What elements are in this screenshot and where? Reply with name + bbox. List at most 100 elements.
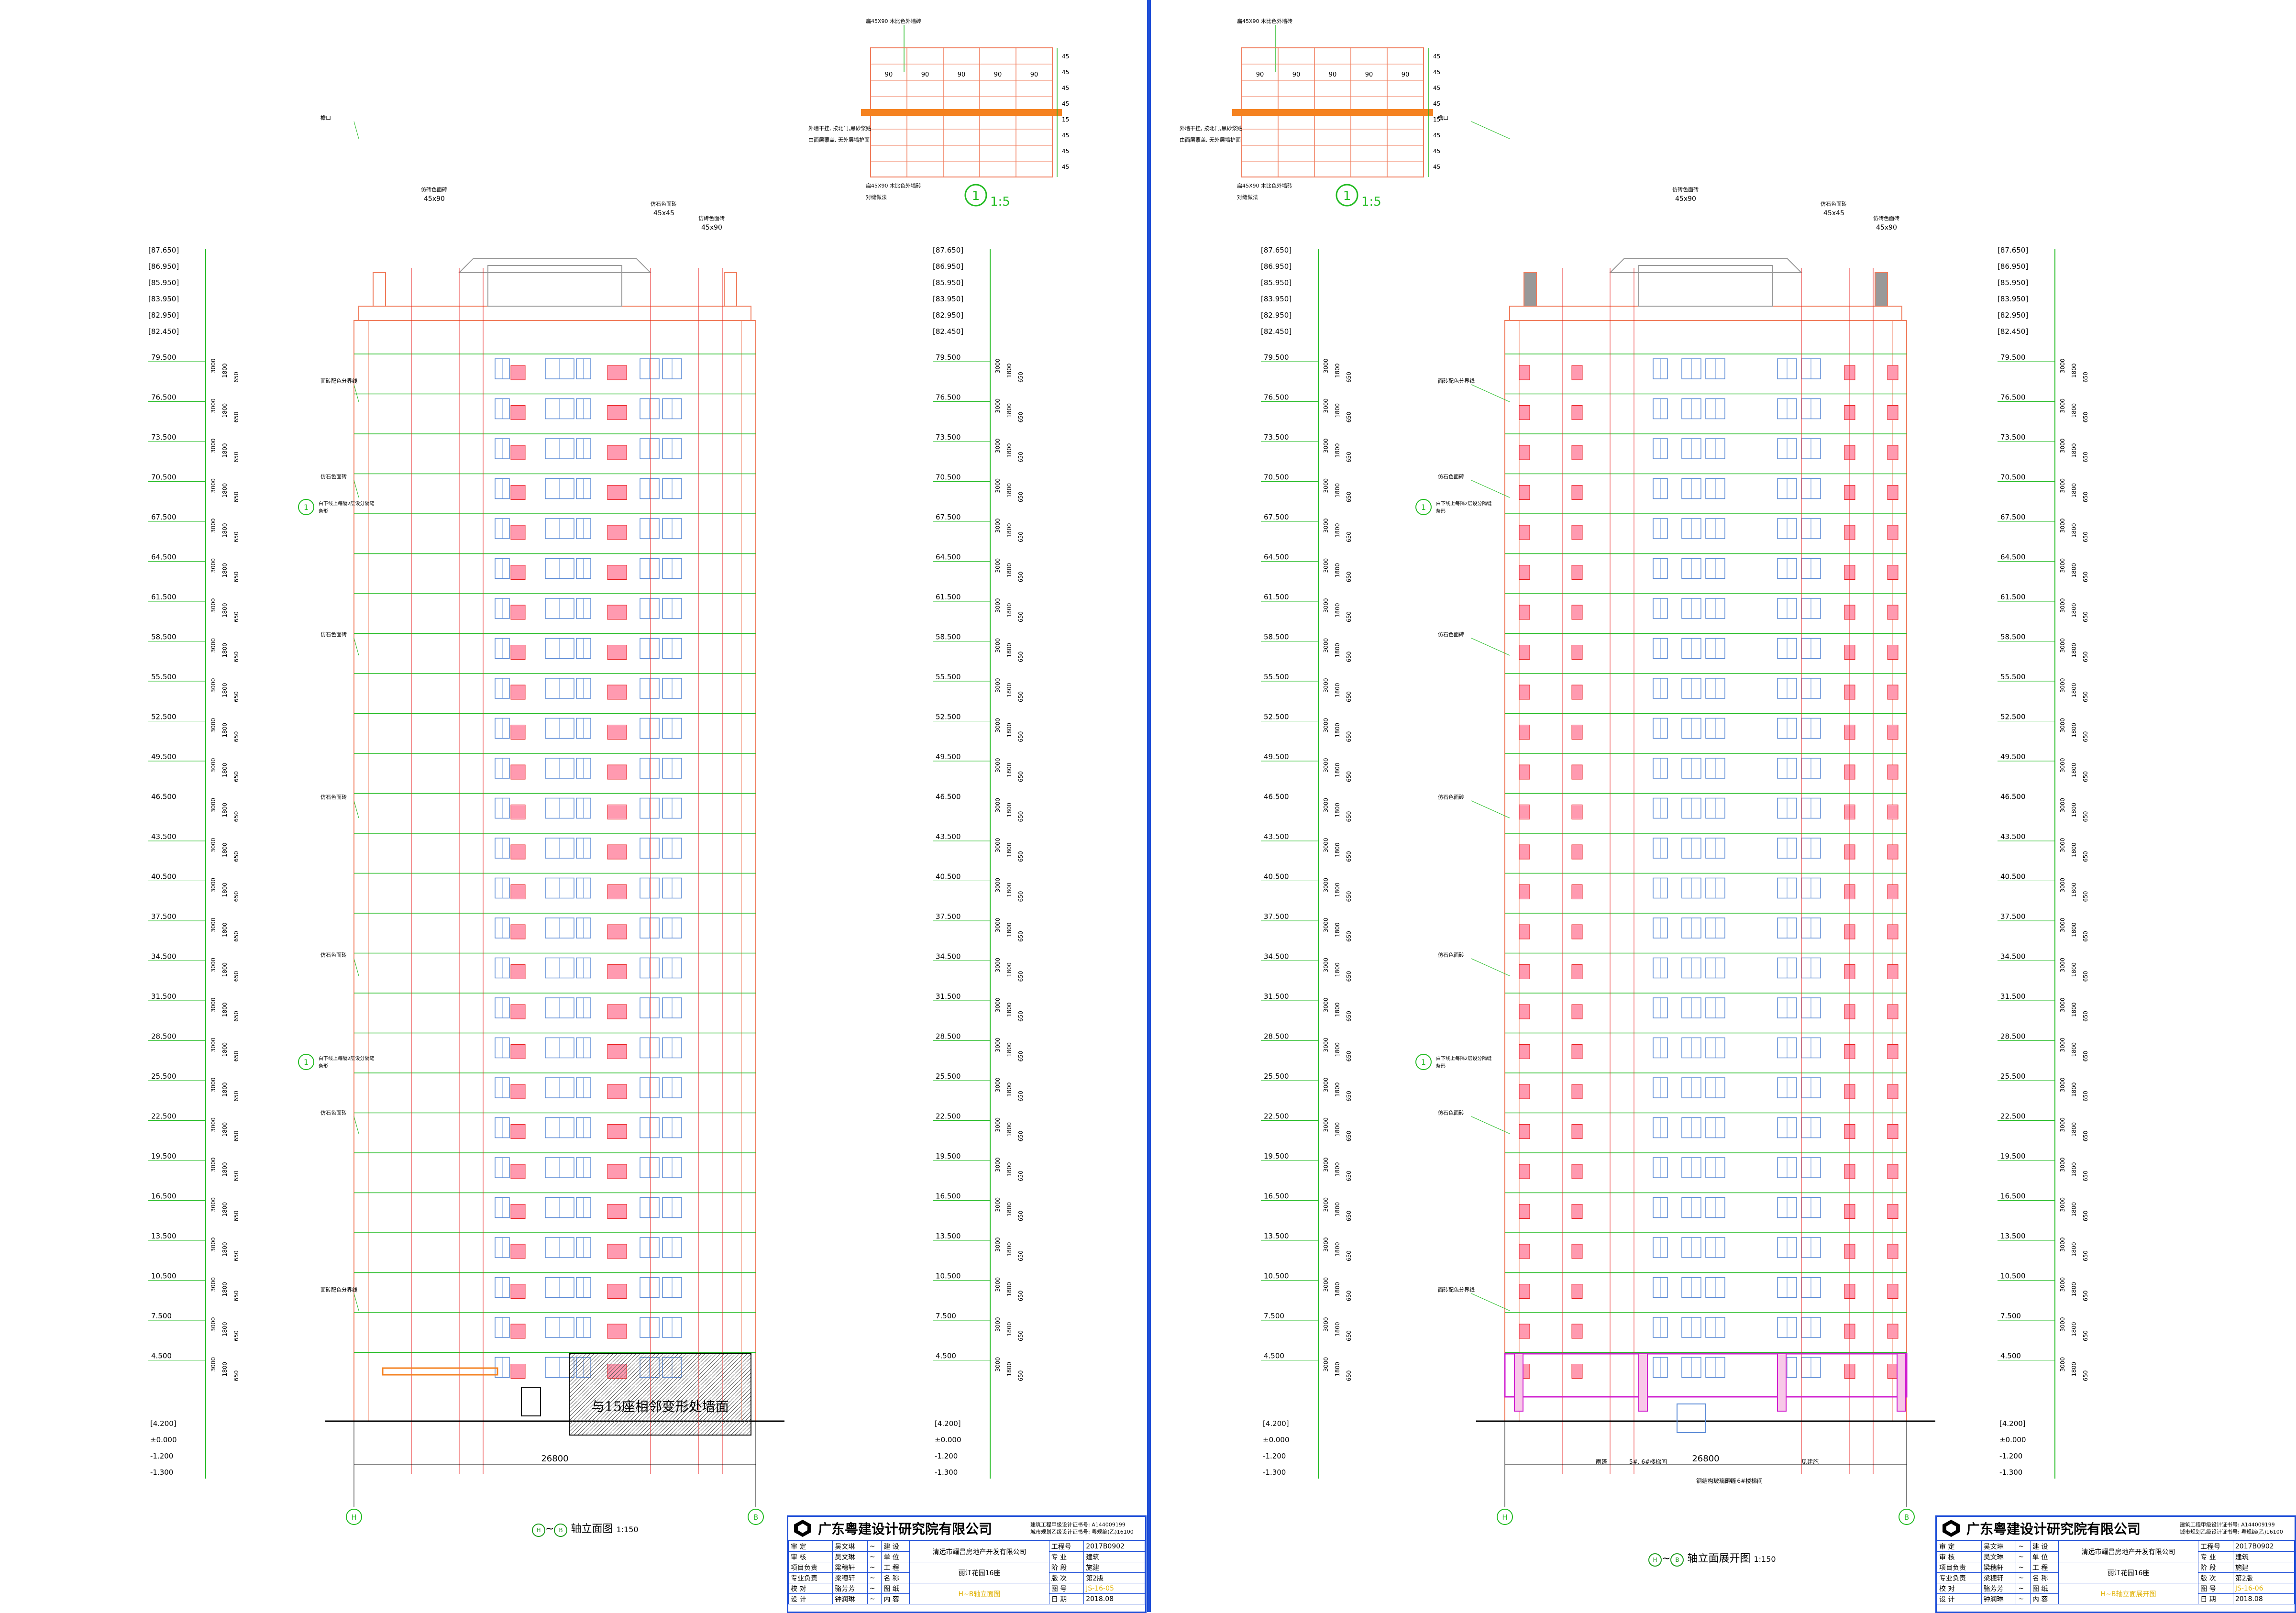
parapet xyxy=(1509,306,1902,321)
dimension-label: 1800 xyxy=(2071,962,2077,977)
dimension-label: 650 xyxy=(1017,971,1024,982)
dimension-label: 3000 xyxy=(1323,1038,1329,1052)
detail-dim: 90 xyxy=(1256,71,1264,78)
elevation-label: 79.500 xyxy=(151,353,177,362)
elevation-label: [82.450] xyxy=(933,327,963,336)
dimension-label: 3000 xyxy=(994,838,1001,852)
dimension-label: 3000 xyxy=(2059,758,2066,773)
dimension-label: 1800 xyxy=(221,1042,228,1057)
detail-note: 对缝做法 xyxy=(866,194,887,200)
dimension-label: 650 xyxy=(233,971,240,982)
elevation-label: [86.950] xyxy=(1261,262,1292,271)
balcony-panel xyxy=(1571,365,1583,380)
balcony-panel xyxy=(1519,1284,1530,1299)
balcony-panel xyxy=(1844,1084,1855,1099)
leader-line xyxy=(1471,638,1510,656)
elevation-label: 64.500 xyxy=(2000,553,2026,562)
balcony-panel xyxy=(510,884,526,899)
dimension-label: 1800 xyxy=(1334,1042,1341,1057)
caption-scale: 1:150 xyxy=(1754,1555,1776,1564)
balcony-panel xyxy=(1887,964,1899,979)
dimension-label: 3000 xyxy=(210,518,217,533)
dimension-label: 1800 xyxy=(2071,723,2077,738)
dimension-label: 650 xyxy=(2082,412,2089,423)
dimension-label: 3000 xyxy=(2059,1317,2066,1332)
detail-dim: 45 xyxy=(1433,148,1440,155)
dimension-label: 650 xyxy=(2082,452,2089,463)
dimension-label: 1800 xyxy=(1006,643,1013,658)
dimension-label: 1800 xyxy=(1334,403,1341,418)
dimension-label: 3000 xyxy=(1323,838,1329,852)
detail-dim: 90 xyxy=(994,71,1002,78)
elevation-label: 10.500 xyxy=(151,1272,177,1281)
detail-note: 外墙干挂, 按北门,黑砂浆贴 xyxy=(808,125,872,132)
seam-band xyxy=(1232,109,1433,116)
dimension-label: 3000 xyxy=(1323,798,1329,813)
detail-dim: 45 xyxy=(1433,100,1440,107)
leader-line xyxy=(353,384,359,402)
canopy-column xyxy=(1777,1353,1787,1412)
detail-callout-label: 1 xyxy=(304,1058,309,1067)
balcony-panel xyxy=(1887,805,1899,819)
dimension-label: 650 xyxy=(1346,412,1352,423)
dimension-label: 1800 xyxy=(1334,363,1341,378)
balcony-panel xyxy=(1887,445,1899,460)
dimension-label: 650 xyxy=(233,1011,240,1022)
dimension-label: 3000 xyxy=(994,1237,1001,1252)
dimension-label: 1800 xyxy=(2071,803,2077,818)
elevation-label: 10.500 xyxy=(1264,1272,1289,1281)
dimension-label: 1800 xyxy=(1334,563,1341,578)
elevation-label: 22.500 xyxy=(936,1112,961,1121)
dimension-label: 3000 xyxy=(1323,1077,1329,1092)
balcony-panel xyxy=(510,365,526,380)
dimension-label: 1800 xyxy=(1006,1282,1013,1297)
balcony-panel xyxy=(1519,1204,1530,1219)
tile-annotation: 檐口 xyxy=(320,114,331,121)
dimension-label: 650 xyxy=(1346,771,1352,782)
dimension-label: 650 xyxy=(2082,811,2089,822)
dimension-label: 650 xyxy=(2082,891,2089,902)
detail-dim: 45 xyxy=(1062,85,1069,91)
caption-scale: 1:150 xyxy=(616,1525,639,1534)
balcony-panel xyxy=(510,1004,526,1019)
tile-annotation: 仿石色面砖 xyxy=(1438,473,1464,480)
dimension-label: 1800 xyxy=(1006,962,1013,977)
elevation-label: 4.500 xyxy=(936,1352,956,1360)
elevation-label: ±0.000 xyxy=(1263,1436,1290,1444)
elevation-label: 76.500 xyxy=(1264,393,1289,402)
elevation-label: [87.650] xyxy=(148,246,179,254)
dimension-label: 1800 xyxy=(1334,1202,1341,1217)
company-name: 广东粤建设计研究院有限公司 xyxy=(818,1521,993,1537)
elevation-label: [85.950] xyxy=(148,278,179,287)
elevation-label: 55.500 xyxy=(151,673,177,681)
dimension-label: 1800 xyxy=(1006,723,1013,738)
elevation-label: 40.500 xyxy=(2000,873,2026,881)
dimension-label: 650 xyxy=(2082,931,2089,942)
grid-marker-icon: B xyxy=(554,1524,568,1537)
balcony-panel xyxy=(510,805,526,819)
dimension-label: 650 xyxy=(233,452,240,463)
dimension-label: 650 xyxy=(2082,611,2089,622)
dimension-label: 3000 xyxy=(210,1237,217,1252)
tile-annotation: 45x90 xyxy=(701,224,722,232)
dimension-label: 3000 xyxy=(1323,478,1329,493)
dimension-label: 1800 xyxy=(1006,922,1013,937)
elevation-label: [82.950] xyxy=(933,311,963,320)
dimension-label: 650 xyxy=(1017,1051,1024,1062)
balcony-panel xyxy=(1887,1364,1899,1379)
balcony-panel xyxy=(1519,1084,1530,1099)
balcony-panel xyxy=(1571,924,1583,939)
tile-annotation: 45x45 xyxy=(653,210,674,217)
detail-dim: 45 xyxy=(1433,69,1440,76)
dimension-label: 650 xyxy=(2082,1370,2089,1381)
detail-dim: 45 xyxy=(1433,132,1440,139)
balcony-panel xyxy=(1519,764,1530,780)
balcony-panel xyxy=(1571,405,1583,420)
entrance-door xyxy=(1677,1403,1706,1433)
roof-eave xyxy=(1609,258,1803,273)
balcony-panel xyxy=(1887,1284,1899,1299)
leader-line xyxy=(1471,958,1510,976)
dimension-label: 1800 xyxy=(1334,762,1341,777)
dimension-label: 1800 xyxy=(221,483,228,498)
